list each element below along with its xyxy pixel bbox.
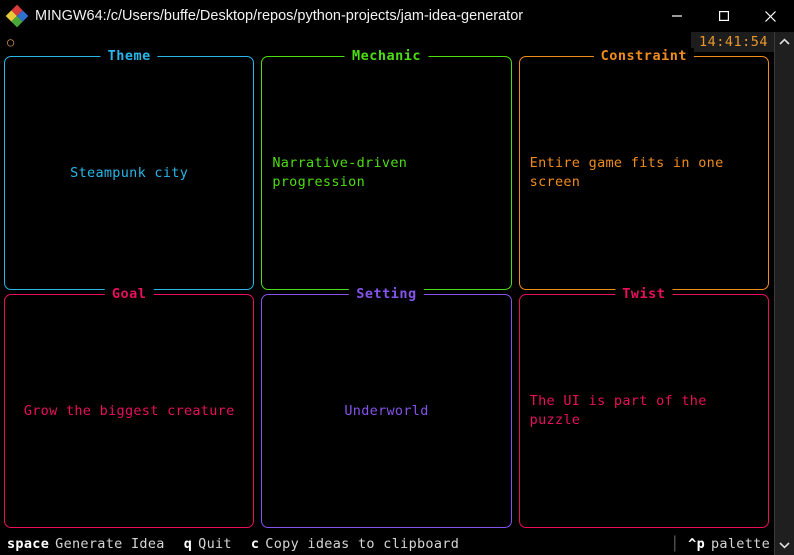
- clock-display: 14:41:54: [690, 32, 774, 52]
- keybinding-palette[interactable]: │ ^p palette: [671, 536, 774, 552]
- footer-separator: │: [670, 535, 680, 552]
- panel-mechanic[interactable]: Mechanic Narrative-driven progression: [261, 48, 512, 290]
- panel-goal[interactable]: Goal Grow the biggest creature: [4, 286, 255, 528]
- keybinding-generate-desc: Generate Idea: [55, 535, 165, 552]
- title-bar: MINGW64:/c/Users/buffe/Desktop/repos/pyt…: [0, 0, 794, 32]
- maximize-button[interactable]: [700, 0, 747, 32]
- keybinding-palette-key: ^p: [688, 535, 705, 552]
- window-controls: [653, 0, 794, 32]
- panel-theme[interactable]: Theme Steampunk city: [4, 48, 255, 290]
- keybinding-copy-desc: Copy ideas to clipboard: [265, 535, 460, 552]
- panel-setting[interactable]: Setting Underworld: [261, 286, 512, 528]
- chevron-down-icon[interactable]: [775, 535, 794, 555]
- chevron-up-icon[interactable]: [775, 32, 794, 52]
- spinner-icon: ○: [7, 35, 15, 49]
- panel-constraint-title: Constraint: [593, 48, 694, 64]
- keybinding-palette-desc: palette: [711, 535, 770, 552]
- panel-theme-text: Steampunk city: [70, 164, 189, 181]
- window-title: MINGW64:/c/Users/buffe/Desktop/repos/pyt…: [35, 8, 524, 24]
- close-button[interactable]: [747, 0, 794, 32]
- keybinding-quit[interactable]: q Quit: [184, 536, 232, 552]
- panel-twist-title: Twist: [615, 286, 673, 302]
- panel-mechanic-text: Narrative-driven progression: [272, 155, 416, 190]
- keybinding-quit-desc: Quit: [198, 535, 232, 552]
- footer-keybindings: space Generate Idea q Quit c Copy ideas …: [0, 532, 774, 555]
- keybinding-generate-key: space: [7, 535, 50, 552]
- keybinding-quit-key: q: [183, 535, 193, 552]
- minimize-button[interactable]: [653, 0, 700, 32]
- panel-twist[interactable]: Twist The UI is part of the puzzle: [518, 286, 769, 528]
- panel-setting-text: Underworld: [344, 402, 429, 419]
- panel-constraint[interactable]: Constraint Entire game fits in one scree…: [518, 48, 769, 290]
- panel-twist-text: The UI is part of the puzzle: [529, 393, 716, 428]
- panel-goal-title: Goal: [104, 286, 154, 302]
- idea-panel-grid: Theme Steampunk city Mechanic Narrative-…: [0, 48, 774, 530]
- vertical-scrollbar[interactable]: [774, 32, 794, 555]
- panel-constraint-text: Entire game fits in one screen: [529, 155, 732, 190]
- panel-mechanic-title: Mechanic: [344, 48, 428, 64]
- panel-theme-title: Theme: [100, 48, 158, 64]
- terminal-content: ○ 14:41:54 Theme Steampunk city Mechanic…: [0, 32, 794, 555]
- panel-setting-title: Setting: [349, 286, 424, 302]
- panel-goal-text: Grow the biggest creature: [23, 402, 235, 419]
- keybinding-copy[interactable]: c Copy ideas to clipboard: [251, 536, 459, 552]
- keybinding-generate[interactable]: space Generate Idea: [7, 536, 165, 552]
- mingw-diamond-icon: [5, 4, 29, 28]
- status-line: ○ 14:41:54: [0, 32, 774, 52]
- keybinding-copy-key: c: [250, 535, 260, 552]
